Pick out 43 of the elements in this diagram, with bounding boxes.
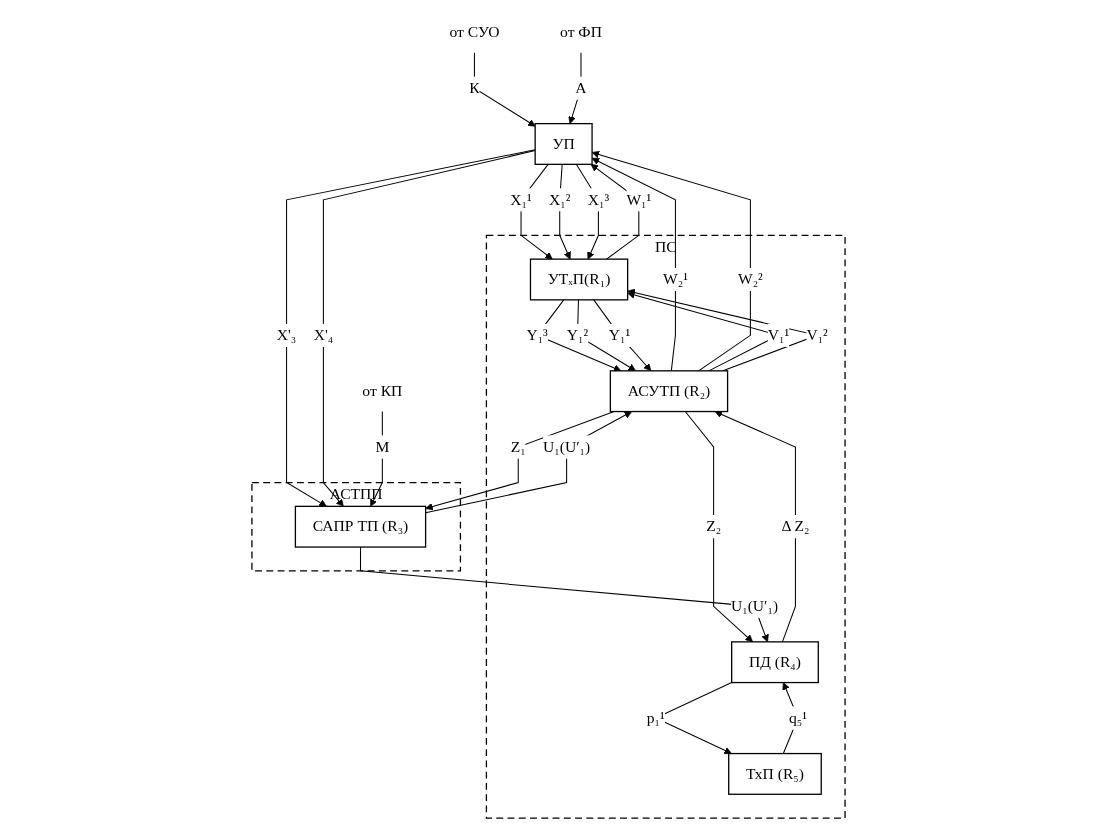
edge-label: Z₁ [510, 437, 526, 456]
edge-label: X'₄ [313, 326, 333, 344]
arrow [684, 411, 753, 643]
edge-label: p₁¹ [646, 708, 665, 727]
arrow [592, 299, 651, 372]
arrow [369, 411, 383, 507]
edge-label: Δ Z₂ [780, 517, 809, 535]
arrow [567, 52, 581, 124]
edge-label: U₁(U′₁) [542, 437, 590, 456]
edge-label: X₁¹ [509, 190, 532, 209]
edge-label: X'₃ [276, 326, 296, 344]
node-box: ПД (R₄) [730, 641, 819, 684]
edge-label: X₁² [548, 190, 570, 209]
node-box: УП [534, 122, 593, 165]
edge-label: M [374, 437, 389, 456]
edge-label: q₅¹ [788, 708, 807, 727]
edge-label: Y₁² [566, 326, 588, 344]
edge-label: Y₁³ [525, 326, 548, 344]
node-box: АСУТП (R₂) [609, 370, 728, 413]
arrow [473, 52, 535, 127]
edge-label: Z₂ [705, 517, 721, 535]
edge-label: W₂¹ [662, 270, 688, 288]
edge-label: U₁(U′₁) [730, 597, 778, 615]
node-box: САПР ТП (R₃) [294, 505, 426, 548]
edge-label: А [574, 79, 587, 97]
node-box: ТхП (R₅) [727, 752, 822, 795]
arrow [558, 163, 571, 260]
edge-label: V₁¹ [767, 326, 789, 344]
node-box: УТₓП(R₁) [529, 258, 628, 301]
arrow [714, 410, 796, 643]
node-text: от СУО [448, 23, 499, 41]
edge-label: V₁² [805, 326, 828, 344]
arrow [576, 299, 636, 372]
edge-label: Y₁¹ [608, 326, 630, 344]
node-text: от ФП [559, 23, 602, 41]
edge-label: X₁³ [587, 190, 609, 209]
arrow [575, 163, 599, 260]
edge-label: W₁¹ [625, 190, 651, 209]
edge-label: К [468, 79, 480, 97]
arrow [520, 163, 553, 260]
arrow [359, 546, 769, 643]
node-text: от КП [361, 382, 402, 400]
edge-label: W₂² [737, 270, 763, 288]
